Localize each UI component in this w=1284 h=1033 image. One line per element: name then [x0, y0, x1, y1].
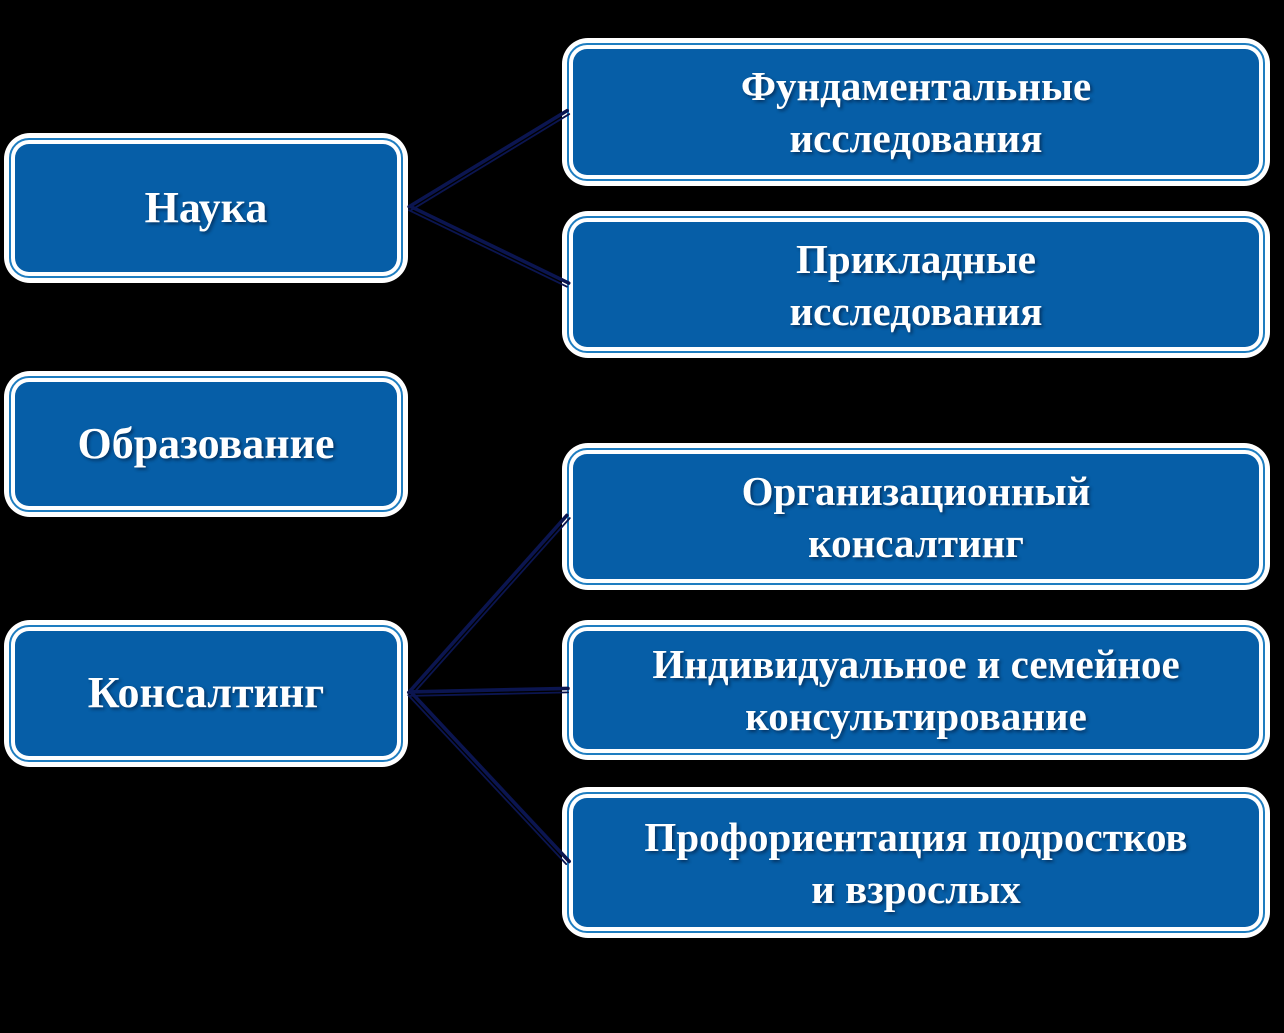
node-fundamental-research-border: Фундаментальные исследования: [567, 43, 1265, 181]
connector-line: [409, 691, 569, 697]
node-education-fill: Образование: [15, 382, 397, 506]
node-applied-research: Прикладные исследования: [562, 211, 1270, 358]
node-individual-family-counseling-border: Индивидуальное и семейное консультирован…: [567, 625, 1265, 755]
node-individual-family-counseling-label: Индивидуальное и семейное консультирован…: [652, 641, 1180, 739]
node-science: Наука: [4, 133, 408, 283]
connector-line: [407, 694, 568, 866]
connector-line: [408, 686, 570, 694]
connector-line: [409, 690, 571, 864]
connector-line: [408, 209, 568, 288]
node-individual-family-counseling-fill: Индивидуальное и семейное консультирован…: [573, 631, 1259, 749]
node-consulting-label: Консалтинг: [87, 668, 325, 718]
node-org-consulting-fill: Организационный консалтинг: [573, 454, 1259, 579]
node-fundamental-research: Фундаментальные исследования: [562, 38, 1270, 186]
node-education: Образование: [4, 371, 408, 517]
node-consulting-border: Консалтинг: [9, 625, 403, 762]
node-individual-family-counseling: Индивидуальное и семейное консультирован…: [562, 620, 1270, 760]
node-education-border: Образование: [9, 376, 403, 512]
node-career-guidance: Профориентация подростков и взрослых: [562, 787, 1270, 938]
node-career-guidance-label: Профориентация подростков и взрослых: [644, 813, 1188, 912]
node-applied-research-fill: Прикладные исследования: [573, 222, 1259, 347]
node-applied-research-border: Прикладные исследования: [567, 216, 1265, 353]
connector-line: [410, 517, 571, 696]
node-science-border: Наука: [9, 138, 403, 278]
node-education-label: Образование: [77, 418, 335, 468]
node-consulting: Консалтинг: [4, 620, 408, 767]
connector-line: [407, 513, 569, 695]
node-fundamental-research-fill: Фундаментальные исследования: [573, 49, 1259, 175]
node-fundamental-research-label: Фундаментальные исследования: [740, 63, 1092, 161]
connector-line: [407, 108, 569, 209]
node-org-consulting: Организационный консалтинг: [562, 443, 1270, 590]
node-org-consulting-border: Организационный консалтинг: [567, 448, 1265, 585]
node-career-guidance-border: Профориентация подростков и взрослых: [567, 792, 1265, 933]
node-career-guidance-fill: Профориентация подростков и взрослых: [573, 798, 1259, 927]
connector-line: [408, 204, 571, 285]
node-consulting-fill: Консалтинг: [15, 631, 397, 756]
node-science-label: Наука: [144, 182, 268, 232]
node-org-consulting-label: Организационный консалтинг: [741, 467, 1091, 566]
connector-line: [410, 113, 571, 211]
node-applied-research-label: Прикладные исследования: [789, 235, 1043, 334]
node-science-fill: Наука: [15, 144, 397, 272]
